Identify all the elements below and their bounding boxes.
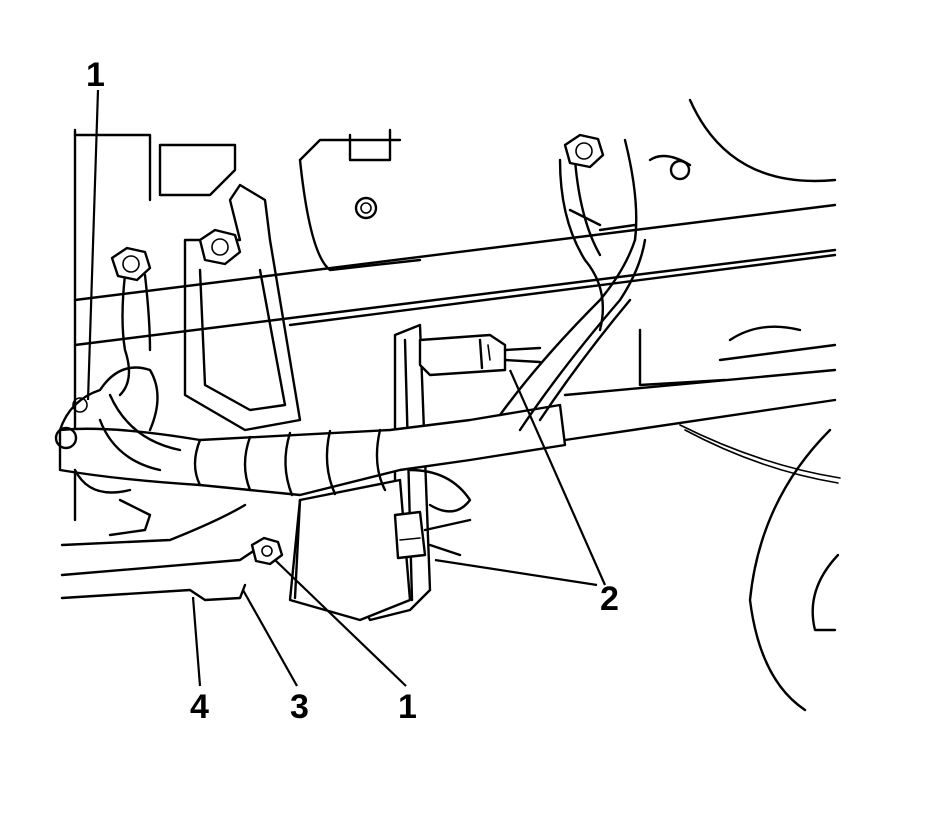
- callout-1-top: 1: [86, 56, 105, 94]
- leader-3: [242, 589, 298, 687]
- bolt-upper-right: [563, 133, 605, 169]
- callout-1-bottom: 1: [398, 688, 417, 726]
- bolt-upper-left: [110, 246, 152, 282]
- mounting-bracket: [183, 183, 302, 432]
- callout-4: 4: [190, 688, 209, 726]
- module-connector-upper: [418, 333, 542, 377]
- leader-1-top: [86, 89, 100, 401]
- leader-lines: [86, 89, 607, 687]
- ground-straps: [118, 138, 638, 397]
- leader-2-a: [508, 369, 607, 586]
- leader-1-bottom: [274, 559, 407, 687]
- leader-4: [191, 596, 202, 687]
- callout-2: 2: [600, 580, 619, 618]
- wiring-harness: [54, 238, 647, 513]
- nut-lower: [250, 536, 284, 566]
- bolt-bracket: [198, 228, 242, 266]
- leader-2-b: [434, 558, 598, 587]
- module-connector-lower: [393, 510, 472, 560]
- callout-3: 3: [290, 688, 309, 726]
- frame-panel: [60, 98, 841, 712]
